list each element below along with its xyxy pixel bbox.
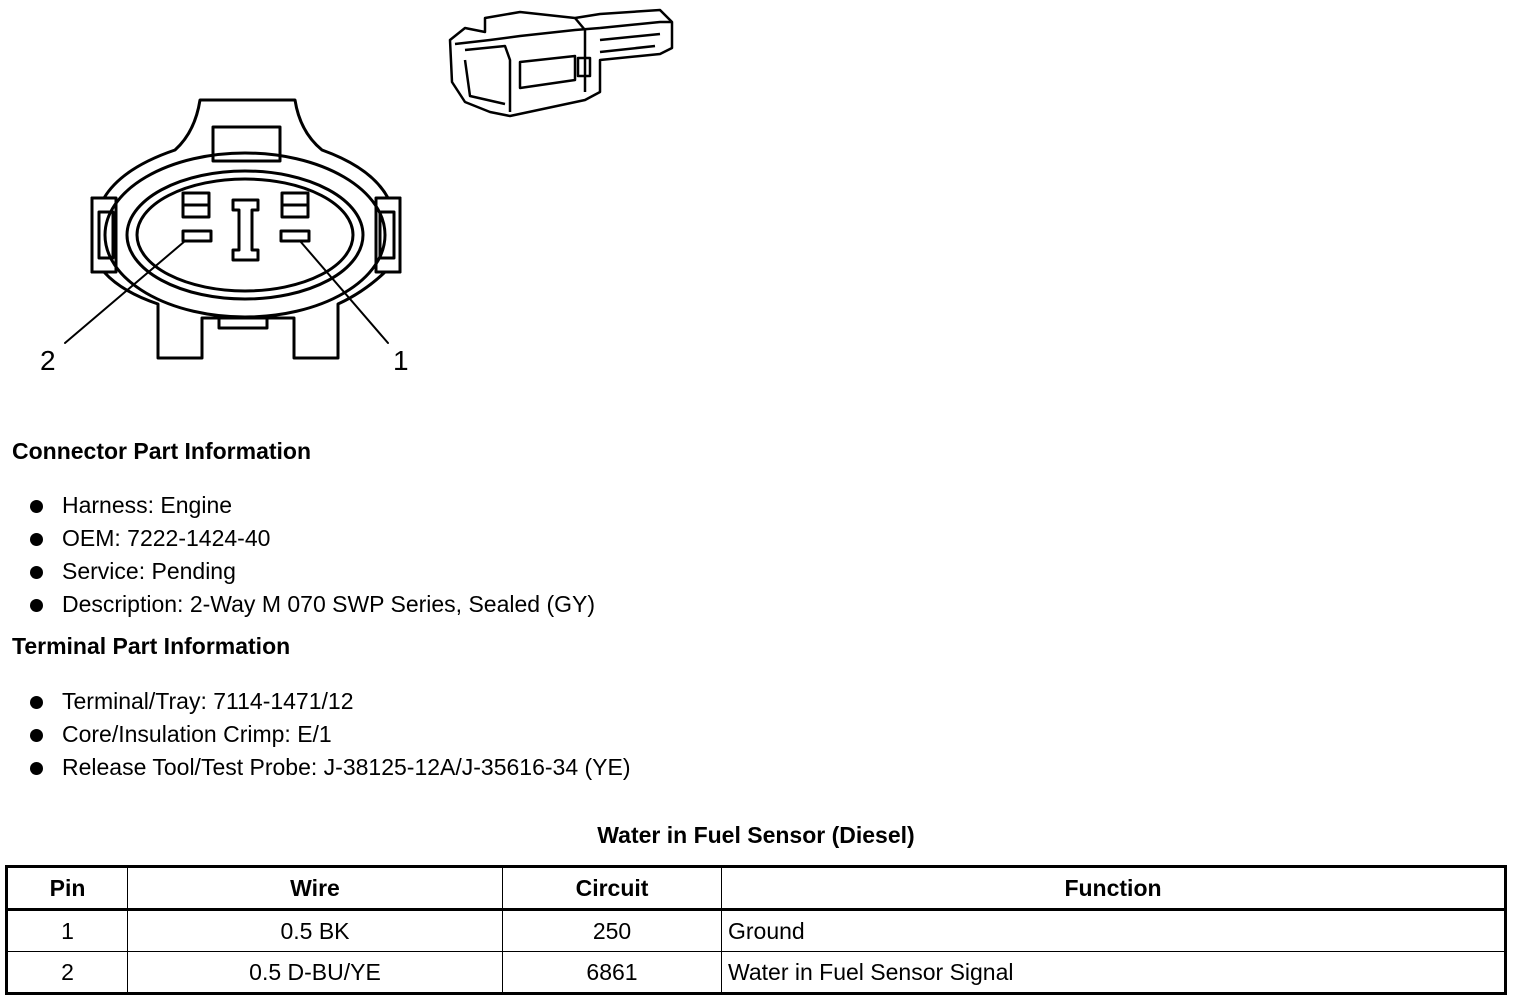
inner-seal-ring: [125, 169, 365, 301]
cell-wire: 0.5 BK: [127, 909, 503, 952]
connector-part-info-heading: Connector Part Information: [12, 438, 312, 464]
cell-pin: 1: [6, 909, 128, 952]
center-key: [231, 198, 260, 262]
header-wire: Wire: [127, 866, 503, 910]
list-item: Release Tool/Test Probe: J-38125-12A/J-3…: [28, 752, 631, 785]
bullet-icon: [30, 762, 43, 775]
cell-circuit: 6861: [502, 951, 722, 994]
list-item: OEM: 7222-1424-40: [28, 523, 595, 556]
pin-2-label: 2: [40, 345, 56, 376]
cavity-1-terminal: [279, 229, 311, 243]
bullet-icon: [30, 533, 43, 546]
list-item: Core/Insulation Crimp: E/1: [28, 719, 631, 752]
bullet-icon: [30, 500, 43, 513]
bullet-icon: [30, 566, 43, 579]
pinout-table-title: Water in Fuel Sensor (Diesel): [597, 822, 915, 848]
list-item: Harness: Engine: [28, 490, 595, 523]
cavity-ring: [135, 177, 355, 293]
connector-part-info-list: Harness: Engine OEM: 7222-1424-40 Servic…: [28, 490, 595, 622]
pin-1-label: 1: [393, 345, 409, 376]
pin-2-leader: [64, 240, 186, 344]
cell-function: Water in Fuel Sensor Signal: [721, 951, 1506, 994]
bottom-key: [217, 316, 269, 330]
header-function: Function: [721, 866, 1506, 910]
terminal-part-info-list: Terminal/Tray: 7114-1471/12 Core/Insulat…: [28, 686, 631, 785]
pinout-table: Pin Wire Circuit Function 1 0.5 BK 250 G…: [5, 865, 1507, 995]
cell-function: Ground: [721, 909, 1506, 952]
header-pin: Pin: [6, 866, 128, 910]
bullet-icon: [30, 729, 43, 742]
right-clip: [374, 196, 402, 274]
left-clip: [90, 196, 118, 274]
terminal-part-info-heading: Terminal Part Information: [12, 633, 291, 659]
cell-pin: 2: [6, 951, 128, 994]
list-item: Description: 2-Way M 070 SWP Series, Sea…: [28, 589, 595, 622]
list-item: Service: Pending: [28, 556, 595, 589]
header-circuit: Circuit: [502, 866, 722, 910]
bullet-icon: [30, 696, 43, 709]
pin-1-leader: [299, 240, 389, 344]
table-header-row: Pin Wire Circuit Function: [6, 866, 1506, 910]
connector-3d-illustration: [448, 8, 674, 118]
lock-tab: [211, 125, 282, 163]
bullet-icon: [30, 599, 43, 612]
cavity-2-terminal: [181, 229, 213, 243]
cell-wire: 0.5 D-BU/YE: [127, 951, 503, 994]
outer-seal-ring: [103, 151, 387, 319]
table-row: 1 0.5 BK 250 Ground: [6, 909, 1506, 952]
table-row: 2 0.5 D-BU/YE 6861 Water in Fuel Sensor …: [6, 951, 1506, 994]
list-item: Terminal/Tray: 7114-1471/12: [28, 686, 631, 719]
connector-face-diagram: 2 1: [40, 8, 674, 376]
cell-circuit: 250: [502, 909, 722, 952]
